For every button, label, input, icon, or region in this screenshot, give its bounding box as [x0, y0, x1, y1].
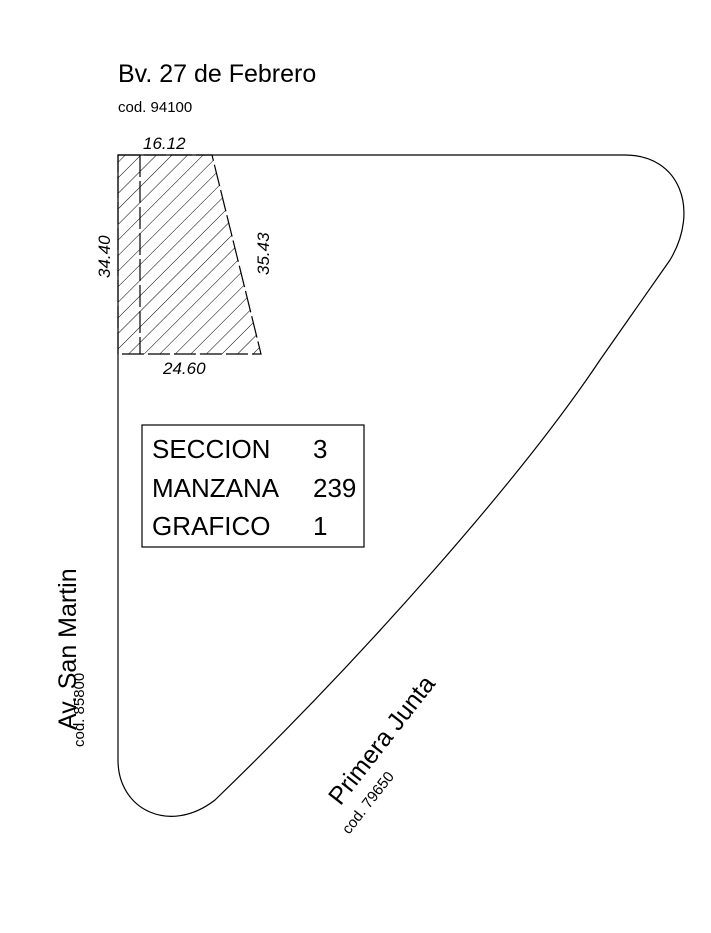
lot-dim-bottom: 24.60: [162, 359, 206, 378]
table-value-manzana: 239: [313, 473, 356, 503]
table-value-grafico: 1: [313, 511, 327, 541]
street-north-name: Bv. 27 de Febrero: [118, 60, 316, 88]
lot-dim-right: 35.43: [254, 232, 273, 275]
info-table: SECCION 3 MANZANA 239 GRAFICO 1: [141, 424, 365, 548]
table-label-manzana: MANZANA: [152, 473, 280, 503]
street-west-name: Av. San Martin: [54, 568, 82, 730]
lot-dim-top: 16.12: [143, 134, 186, 153]
table-value-seccion: 3: [313, 434, 327, 464]
block-outline: [117, 154, 685, 817]
hatched-lot: [117, 154, 262, 355]
table-label-grafico: GRAFICO: [152, 511, 270, 541]
street-north-code: cod. 94100: [118, 99, 192, 116]
lot-dim-left: 34.40: [95, 235, 114, 278]
table-label-seccion: SECCION: [152, 434, 270, 464]
street-west-code: cod. 85800: [71, 673, 88, 747]
